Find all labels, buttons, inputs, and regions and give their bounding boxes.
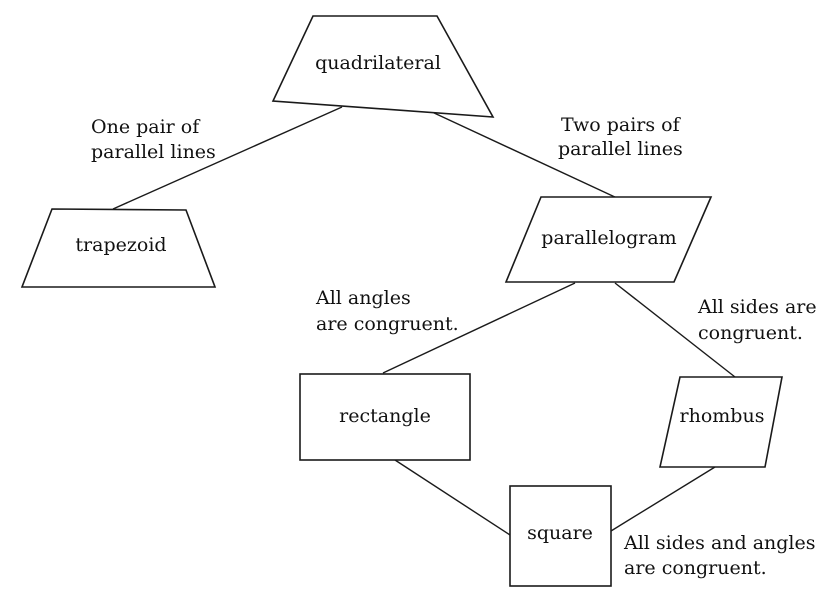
label-all-sides-line2: congruent. (698, 322, 803, 344)
edge-parallelogram-rectangle (382, 282, 576, 374)
label-two-pairs-line1: Two pairs of (561, 114, 682, 136)
label-all-angles-line2: are congruent. (316, 313, 459, 335)
rhombus-label: rhombus (680, 405, 765, 427)
label-all-angles-line1: All angles (315, 287, 411, 309)
label-one-pair-line1: One pair of (91, 116, 201, 138)
quadrilateral-label: quadrilateral (315, 52, 441, 74)
label-one-pair-line2: parallel lines (91, 141, 216, 163)
label-sides-angles-line1: All sides and angles (623, 532, 816, 554)
label-sides-angles-line2: are congruent. (624, 557, 767, 579)
node-rhombus: rhombus (659, 376, 783, 468)
label-two-pairs-line2: parallel lines (558, 138, 683, 160)
trapezoid-label: trapezoid (75, 234, 166, 256)
parallelogram-label: parallelogram (541, 227, 676, 249)
edge-quadrilateral-parallelogram (431, 111, 618, 199)
node-parallelogram: parallelogram (504, 196, 713, 283)
edge-rectangle-square (394, 459, 511, 536)
node-rectangle: rectangle (299, 373, 471, 461)
edge-parallelogram-rhombus (614, 282, 736, 378)
node-quadrilateral: quadrilateral (271, 15, 495, 118)
edge-quadrilateral-trapezoid (112, 106, 343, 210)
edge-rhombus-square (610, 466, 716, 532)
node-square: square (509, 485, 612, 587)
label-all-sides-line1: All sides are (697, 296, 817, 318)
rectangle-label: rectangle (339, 405, 431, 427)
node-trapezoid: trapezoid (20, 208, 217, 288)
square-label: square (527, 522, 593, 544)
